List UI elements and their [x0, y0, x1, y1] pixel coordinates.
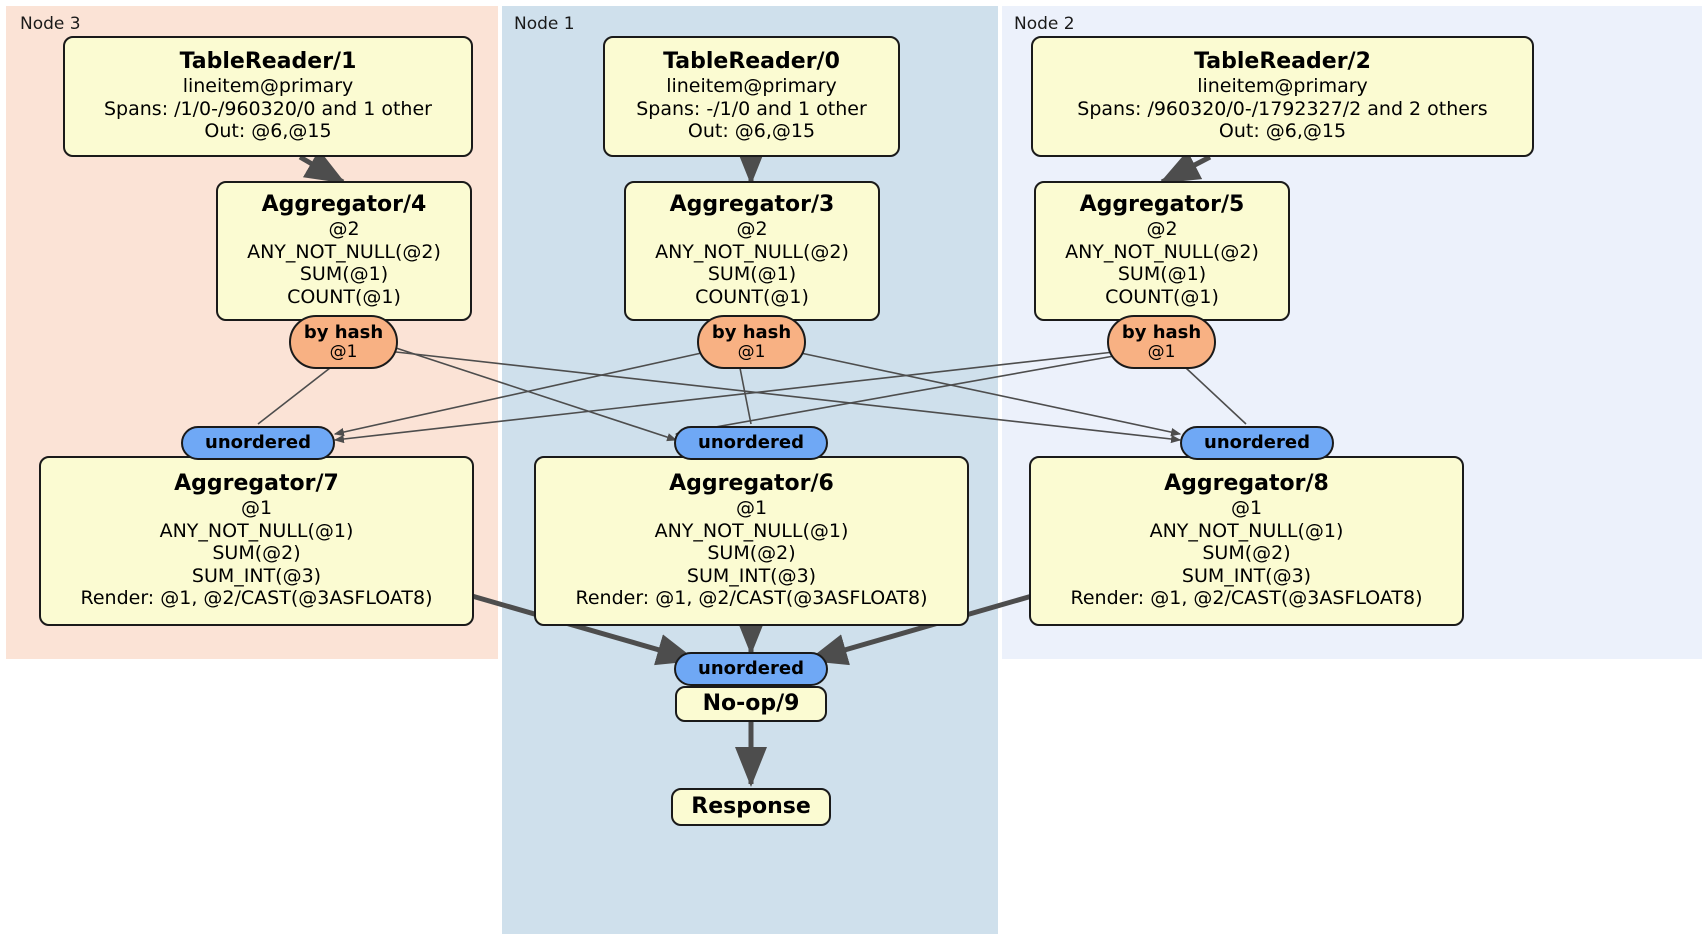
processor-line: Spans: -/1/0 and 1 other [636, 97, 867, 120]
processor-table-reader-1[interactable]: TableReader/1 lineitem@primary Spans: /1… [63, 36, 473, 157]
router-by-hash-node1[interactable]: by hash @1 [697, 315, 806, 369]
processor-line: lineitem@primary [1197, 75, 1368, 98]
processor-line: ANY_NOT_NULL(@1) [1149, 519, 1344, 542]
processor-line: Spans: /960320/0-/1792327/2 and 2 others [1077, 97, 1488, 120]
processor-title: TableReader/0 [663, 49, 840, 75]
processor-line: Out: @6,@15 [687, 120, 816, 143]
processor-line: @2 [1146, 218, 1178, 241]
processor-title: Aggregator/5 [1079, 192, 1245, 218]
processor-line: SUM_INT(@3) [686, 564, 817, 587]
processor-line: COUNT(@1) [695, 286, 809, 309]
processor-line: ANY_NOT_NULL(@2) [655, 240, 849, 263]
processor-line: @1 [240, 496, 273, 519]
router-label: by hash [711, 321, 792, 343]
processor-line: Render: @1, @2/CAST(@3ASFLOAT8) [1070, 587, 1423, 610]
processor-line: ANY_NOT_NULL(@2) [1065, 240, 1259, 263]
router-detail: @1 [1147, 341, 1176, 362]
processor-aggregator-7[interactable]: Aggregator/7 @1 ANY_NOT_NULL(@1) SUM(@2)… [39, 456, 474, 626]
router-label: unordered [698, 658, 804, 680]
processor-line: Out: @6,@15 [204, 120, 332, 143]
processor-line: SUM_INT(@3) [191, 564, 322, 587]
router-label: by hash [303, 321, 384, 343]
processor-title: Response [691, 793, 811, 819]
processor-line: ANY_NOT_NULL(@2) [247, 240, 441, 263]
processor-line: Render: @1, @2/CAST(@3ASFLOAT8) [575, 587, 928, 610]
processor-line: lineitem@primary [182, 75, 354, 98]
processor-noop-9[interactable]: No-op/9 [675, 686, 827, 722]
node-panel-label-node1: Node 1 [514, 14, 575, 34]
node-panel-label-node3: Node 3 [20, 14, 81, 34]
processor-line: COUNT(@1) [287, 286, 401, 309]
processor-response[interactable]: Response [671, 788, 831, 826]
processor-line: lineitem@primary [666, 75, 837, 98]
processor-title: Aggregator/3 [669, 192, 835, 218]
processor-table-reader-2[interactable]: TableReader/2 lineitem@primary Spans: /9… [1031, 36, 1534, 157]
processor-line: Render: @1, @2/CAST(@3ASFLOAT8) [80, 587, 433, 610]
processor-line: SUM(@2) [707, 542, 796, 565]
processor-title: Aggregator/8 [1164, 471, 1329, 497]
processor-title: Aggregator/7 [174, 471, 339, 497]
processor-line: @1 [735, 496, 768, 519]
router-unordered-node2[interactable]: unordered [1180, 426, 1334, 460]
router-by-hash-node3[interactable]: by hash @1 [289, 315, 398, 369]
router-label: by hash [1121, 321, 1202, 343]
processor-line: SUM(@2) [1202, 542, 1291, 565]
processor-line: Spans: /1/0-/960320/0 and 1 other [104, 97, 432, 120]
processor-line: @1 [1230, 496, 1263, 519]
processor-line: SUM(@1) [707, 263, 797, 286]
processor-aggregator-6[interactable]: Aggregator/6 @1 ANY_NOT_NULL(@1) SUM(@2)… [534, 456, 969, 626]
processor-line: ANY_NOT_NULL(@1) [654, 519, 849, 542]
processor-title: Aggregator/6 [669, 471, 834, 497]
router-label: unordered [698, 432, 804, 454]
processor-line: ANY_NOT_NULL(@1) [159, 519, 354, 542]
processor-title: TableReader/1 [179, 49, 357, 75]
router-unordered-node3[interactable]: unordered [181, 426, 335, 460]
router-by-hash-node2[interactable]: by hash @1 [1107, 315, 1216, 369]
router-unordered-node1[interactable]: unordered [674, 426, 828, 460]
router-unordered-final[interactable]: unordered [674, 652, 828, 686]
router-detail: @1 [737, 341, 766, 362]
processor-line: SUM(@2) [212, 542, 301, 565]
router-label: unordered [205, 432, 311, 454]
processor-title: No-op/9 [702, 690, 800, 716]
processor-line: SUM_INT(@3) [1181, 564, 1312, 587]
processor-aggregator-8[interactable]: Aggregator/8 @1 ANY_NOT_NULL(@1) SUM(@2)… [1029, 456, 1464, 626]
processor-aggregator-3[interactable]: Aggregator/3 @2 ANY_NOT_NULL(@2) SUM(@1)… [624, 181, 880, 321]
processor-line: SUM(@1) [1117, 263, 1207, 286]
router-label: unordered [1204, 432, 1310, 454]
processor-aggregator-4[interactable]: Aggregator/4 @2 ANY_NOT_NULL(@2) SUM(@1)… [216, 181, 472, 321]
router-detail: @1 [329, 341, 358, 362]
processor-line: @2 [736, 218, 768, 241]
processor-line: Out: @6,@15 [1218, 120, 1347, 143]
processor-line: COUNT(@1) [1105, 286, 1219, 309]
node-panel-label-node2: Node 2 [1014, 14, 1075, 34]
processor-aggregator-5[interactable]: Aggregator/5 @2 ANY_NOT_NULL(@2) SUM(@1)… [1034, 181, 1290, 321]
processor-line: @2 [328, 218, 360, 241]
processor-table-reader-0[interactable]: TableReader/0 lineitem@primary Spans: -/… [603, 36, 900, 157]
processor-title: Aggregator/4 [261, 192, 427, 218]
processor-line: SUM(@1) [299, 263, 389, 286]
processor-title: TableReader/2 [1194, 49, 1371, 75]
